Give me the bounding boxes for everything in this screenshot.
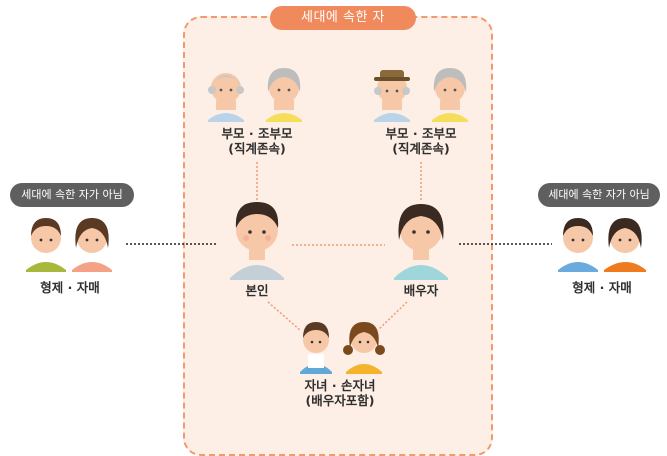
household-title-badge: 세대에 속한 자 xyxy=(270,6,416,30)
left-siblings-label: 형제 · 자매 xyxy=(40,280,100,295)
parents-left-line1: 부모 · 조부모 xyxy=(221,126,293,141)
right-brother-icon xyxy=(558,218,598,272)
parents-right-line1: 부모 · 조부모 xyxy=(385,126,457,141)
spouse-person-icon xyxy=(394,204,448,280)
parents-right-label: 부모 · 조부모 (직계존속) xyxy=(369,126,473,156)
grandfather-left-icon xyxy=(208,73,244,122)
children-label: 자녀 · 손자녀 (배우자포함) xyxy=(290,378,390,408)
grandfather-right-icon xyxy=(374,70,410,122)
parents-right-line2: (직계존속) xyxy=(392,141,450,156)
parents-left-label: 부모 · 조부모 (직계존속) xyxy=(205,126,309,156)
left-brother-icon xyxy=(26,218,66,272)
left-sister-icon xyxy=(72,218,112,272)
children-line2: (배우자포함) xyxy=(305,393,375,408)
spouse-label: 배우자 xyxy=(403,283,439,298)
right-sister-icon xyxy=(604,218,646,272)
self-person-icon xyxy=(230,202,284,280)
daughter-child-icon xyxy=(343,322,385,374)
parents-left-line2: (직계존속) xyxy=(228,141,286,156)
right-non-household-badge: 세대에 속한 자가 아님 xyxy=(538,183,660,207)
left-non-household-badge: 세대에 속한 자가 아님 xyxy=(10,183,134,207)
right-siblings-label: 형제 · 자매 xyxy=(572,280,632,295)
spouse-children-connector xyxy=(377,301,408,331)
grandmother-left-icon xyxy=(266,68,302,122)
son-child-icon xyxy=(300,322,332,374)
grandmother-right-icon xyxy=(432,68,468,122)
self-children-connector xyxy=(267,301,301,331)
self-label: 본인 xyxy=(245,283,269,298)
relationship-diagram xyxy=(26,68,646,374)
children-line1: 자녀 · 손자녀 xyxy=(304,378,376,393)
